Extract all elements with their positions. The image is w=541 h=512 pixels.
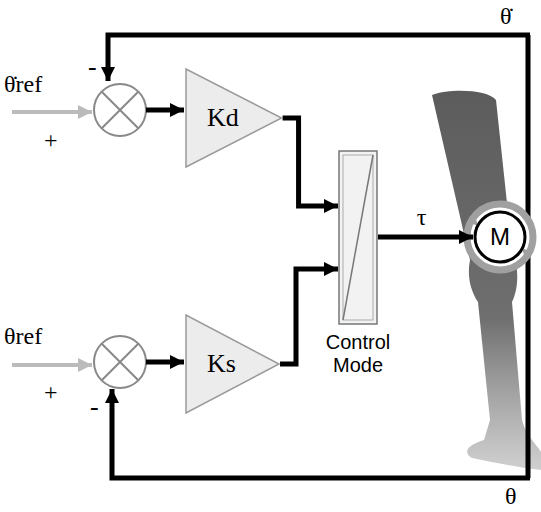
angle-output: θ [505, 484, 517, 508]
mode-switch: Control Mode [338, 150, 378, 325]
stiffness-gain: Ks [185, 314, 280, 414]
signal-connector [283, 118, 338, 206]
summing-junction [94, 336, 146, 388]
sign: + [44, 128, 58, 152]
signal-arrow [146, 108, 184, 113]
gain-label: Ks [207, 349, 236, 379]
motor: M [473, 210, 527, 264]
summing-junction [94, 84, 146, 136]
mode-switch-outline [338, 150, 378, 325]
mode-label: Control Mode [316, 331, 400, 377]
reference-angle: θref [4, 324, 42, 348]
position-feedback-line [112, 389, 530, 478]
motor-label: M [490, 223, 510, 251]
reference-velocity: θ̇ref [4, 72, 42, 96]
gain-label: Kd [207, 103, 239, 133]
motor-rotation-ring [467, 204, 533, 270]
derivative-gain: Kd [185, 68, 283, 168]
velocity-feedback-line [108, 35, 530, 81]
torque-label: τ [415, 205, 429, 229]
reference-arrow [12, 110, 92, 114]
signal-connector [378, 235, 473, 240]
velocity-output: θ̇ [500, 4, 512, 28]
signal-arrow [146, 360, 184, 365]
leg-silhouette [432, 91, 541, 470]
sign: - [90, 394, 99, 420]
sign: - [88, 54, 97, 80]
sign: + [44, 380, 58, 404]
reference-arrow [12, 363, 92, 367]
